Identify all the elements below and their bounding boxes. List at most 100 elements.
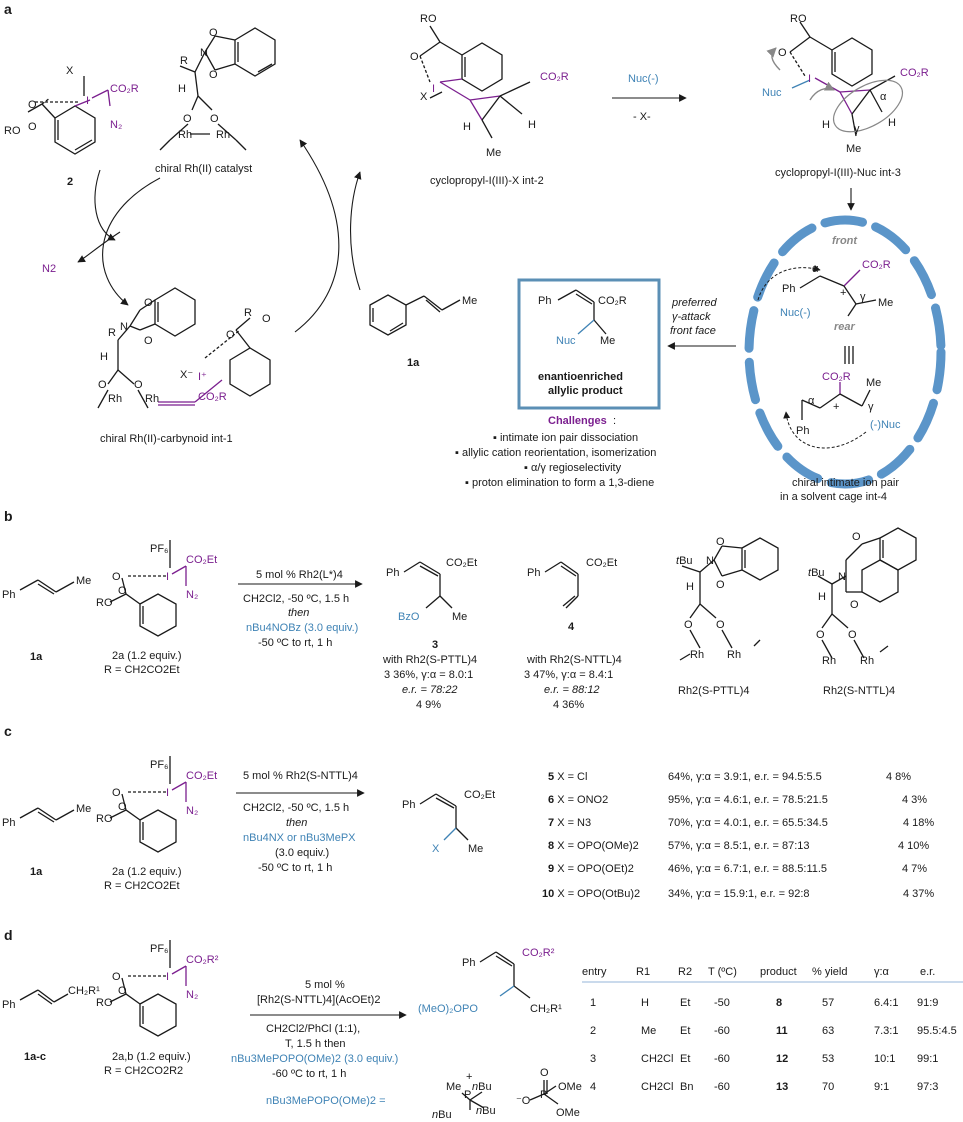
svg-text:Ph: Ph <box>386 567 399 579</box>
svg-text:O: O <box>210 113 219 125</box>
panel-d-condition: T, 1.5 h then <box>285 1038 346 1050</box>
enantioenriched-label: enantioenriched <box>538 371 623 383</box>
svg-text:Me: Me <box>468 843 483 855</box>
allyl-cation-structure: α CO₂R Ph + γ Me Nuc(-) CO₂R Me α γ + Ph… <box>757 259 901 449</box>
cycle-arrow-right <box>294 139 340 333</box>
table-cell: H <box>641 997 649 1009</box>
svg-text:O: O <box>28 121 37 133</box>
svg-text:CH₂R¹: CH₂R¹ <box>530 1003 562 1015</box>
table-cell: 95.5:4.5 <box>917 1025 957 1037</box>
panel-c-results: 5 X = Cl 64%, γ:α = 3.9:1, e.r. = 94.5:5… <box>542 771 934 900</box>
panel-b-r-definition: R = CH2CO2Et <box>104 664 180 676</box>
svg-text:CO₂R²: CO₂R² <box>522 947 555 959</box>
result-row: 9 X = OPO(OEt)2 <box>548 863 634 875</box>
svg-text:O: O <box>144 297 153 309</box>
solvent-cage <box>744 215 946 489</box>
svg-text:O: O <box>209 27 218 39</box>
table-cell: 2 <box>590 1025 596 1037</box>
svg-text:N₂: N₂ <box>186 589 198 601</box>
result-pttl-line: 3 36%, γ:α = 8.0:1 <box>384 669 473 681</box>
result-row-values: 70%, γ:α = 4.0:1, e.r. = 65.5:34.5 <box>668 817 828 829</box>
table-cell: 7.3:1 <box>874 1025 898 1037</box>
svg-text:RO: RO <box>4 125 21 137</box>
svg-text:O: O <box>112 571 121 583</box>
chiral-rh-catalyst-label: chiral Rh(II) catalyst <box>155 163 252 175</box>
svg-text:H: H <box>463 121 471 133</box>
svg-text:CO₂R: CO₂R <box>862 259 891 271</box>
table-cell: Et <box>680 1025 690 1037</box>
product-3-structure: Ph CO₂Et BzO Me <box>386 557 477 623</box>
alkene-1a-label: 1a <box>407 357 420 369</box>
svg-text:γ: γ <box>854 123 860 135</box>
n2-release-arrow <box>77 231 121 263</box>
product-box <box>517 278 661 410</box>
preferred-label: preferred <box>671 297 718 309</box>
svg-text:Rh: Rh <box>690 649 704 661</box>
svg-text:O: O <box>540 1067 549 1079</box>
panel-c-label: c <box>4 723 12 739</box>
result-row: 10 X = OPO(OtBu)2 <box>542 888 640 900</box>
svg-text:Ph: Ph <box>538 295 551 307</box>
ion-pair-line2: in a solvent cage int-4 <box>780 491 887 503</box>
table-cell: 8 <box>776 997 782 1009</box>
result-row-values: 95%, γ:α = 4.6:1, e.r. = 78.5:21.5 <box>668 794 828 806</box>
panel-c-reagent-structure: PF₆ I CO₂Et N₂ O RO O <box>96 756 217 853</box>
result-row-diene: 4 8% <box>886 771 911 783</box>
int-2-structure: RO O I X CO₂R H H Me <box>410 13 569 159</box>
panel-d-condition: -60 ºC to rt, 1 h <box>272 1068 346 1080</box>
result-row-diene: 4 18% <box>903 817 934 829</box>
panel-d-product-structure: Ph CO₂R² (MeO)₂OPO CH₂R¹ <box>418 947 562 1015</box>
int-3-structure: RO O I Nuc CO₂R H α γ H Me <box>762 13 929 155</box>
alkene-1a-structure <box>369 294 461 336</box>
table-header: T (ºC) <box>708 966 737 978</box>
reagent-2-entry-arrow <box>94 169 116 241</box>
panel-c-r-definition: R = CH2CO2Et <box>104 880 180 892</box>
panel-c-product-structure: Ph CO₂Et X Me <box>402 789 495 855</box>
panel-d-condition: CH2Cl2/PhCl (1:1), <box>266 1023 360 1035</box>
svg-text:nBu: nBu <box>472 1081 492 1093</box>
result-row-values: 57%, γ:α = 8.5:1, e.r. = 87:13 <box>668 840 810 852</box>
svg-text:Rh: Rh <box>178 129 192 141</box>
table-cell: 11 <box>776 1025 788 1037</box>
svg-text:Me: Me <box>846 143 861 155</box>
rh-pttl-structure: O O N tBu H O O Rh Rh <box>676 536 779 661</box>
table-cell: 13 <box>776 1081 788 1093</box>
svg-text:Ph: Ph <box>462 957 475 969</box>
svg-text:I: I <box>166 971 169 983</box>
svg-text:H: H <box>888 117 896 129</box>
panel-c-condition: nBu4NX or nBu3MePX <box>243 832 356 844</box>
table-cell: Me <box>641 1025 656 1037</box>
svg-text:PF₆: PF₆ <box>150 759 169 771</box>
panel-d-condition: 5 mol % <box>305 979 345 991</box>
result-row-values: 64%, γ:α = 3.9:1, e.r. = 94.5:5.5 <box>668 771 822 783</box>
panel-c-reagent-label: 2a (1.2 equiv.) <box>112 866 182 878</box>
svg-text:Rh: Rh <box>860 655 874 667</box>
challenge-item: ▪ allylic cation reorientation, isomeriz… <box>455 447 656 459</box>
allylic-product-label: allylic product <box>548 385 623 397</box>
nuc-minus-label: Nuc(-) <box>628 73 659 85</box>
svg-text:O: O <box>118 985 127 997</box>
svg-text:O: O <box>778 47 787 59</box>
panel-a-label: a <box>4 1 12 17</box>
svg-text:H: H <box>822 119 830 131</box>
allylic-product-structure: Ph CO₂R Nuc Me <box>538 289 627 347</box>
svg-text:O: O <box>684 619 693 631</box>
svg-text:I: I <box>86 95 89 107</box>
panel-b-reagent-label: 2a (1.2 equiv.) <box>112 650 182 662</box>
svg-text:Me: Me <box>486 147 501 159</box>
svg-text:nBu: nBu <box>476 1105 496 1117</box>
table-header: R1 <box>636 966 650 978</box>
carbynoid-label: chiral Rh(II)-carbynoid int-1 <box>100 433 233 445</box>
panel-b-alkene-structure: Ph Me <box>2 575 91 601</box>
catalyst-pttl-label: Rh2(S-PTTL)4 <box>678 685 750 697</box>
svg-text:Me: Me <box>452 611 467 623</box>
result-pttl-line: e.r. = 78:22 <box>402 684 458 696</box>
svg-text:Nuc: Nuc <box>556 335 576 347</box>
svg-text:O: O <box>848 629 857 641</box>
svg-text:OMe: OMe <box>556 1107 580 1119</box>
result-row-values: 46%, γ:α = 6.7:1, e.r. = 88.5:11.5 <box>668 863 827 875</box>
svg-text:Me: Me <box>600 335 615 347</box>
table-cell: 6.4:1 <box>874 997 898 1009</box>
challenge-item: ▪ proton elimination to form a 1,3-diene <box>465 477 654 489</box>
